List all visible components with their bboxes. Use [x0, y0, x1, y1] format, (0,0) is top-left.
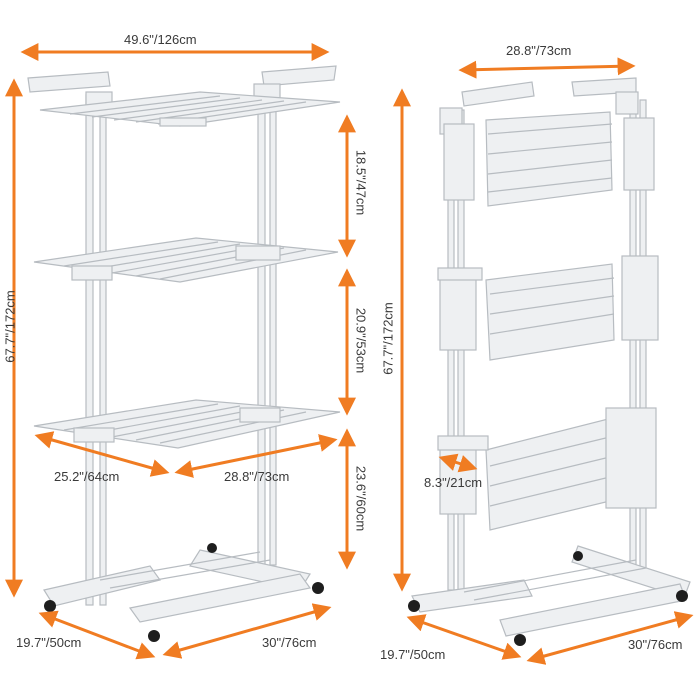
bottom-tier-height-label: 23.6"/60cm: [353, 465, 369, 532]
middle-tier-gap-label: 20.9"/53cm: [353, 307, 369, 374]
folded-middle-tier: [437, 255, 659, 361]
folded-top-hanger-clips: [439, 77, 639, 135]
folded-top-width-label: 28.8"/73cm: [506, 43, 572, 58]
top-shelf: [39, 91, 341, 127]
left-base-depth-label: 19.7"/50cm: [16, 635, 82, 650]
right-base-depth-label: 19.7"/50cm: [380, 647, 446, 662]
right-base-width-label: 30"/76cm: [628, 637, 683, 652]
right-dimension-arrows: [393, 57, 694, 665]
folded-total-height-label: 67.7"/172cm: [380, 302, 396, 375]
left-dimension-arrows: [5, 43, 356, 660]
folded-wing-depth-label: 8.3"/21cm: [424, 475, 483, 490]
middle-shelf: [33, 237, 339, 283]
bottom-shelf: [33, 399, 341, 449]
total-width-label: 49.6"/126cm: [124, 32, 197, 47]
rack-poles: [85, 94, 277, 606]
left-base-width-label: 30"/76cm: [262, 635, 317, 650]
wing-width-label: 25.2"/64cm: [54, 469, 120, 484]
rack-folded-illustration: [411, 77, 691, 637]
total-height-label: 67.7"/172cm: [2, 290, 18, 363]
folded-top-tier: [443, 111, 655, 207]
rack-unfolded-illustration: [27, 65, 341, 623]
top-tier-gap-label: 18.5"/47cm: [353, 149, 369, 216]
shelf-width-label: 28.8"/73cm: [224, 469, 290, 484]
folded-bottom-tier: [437, 407, 657, 531]
